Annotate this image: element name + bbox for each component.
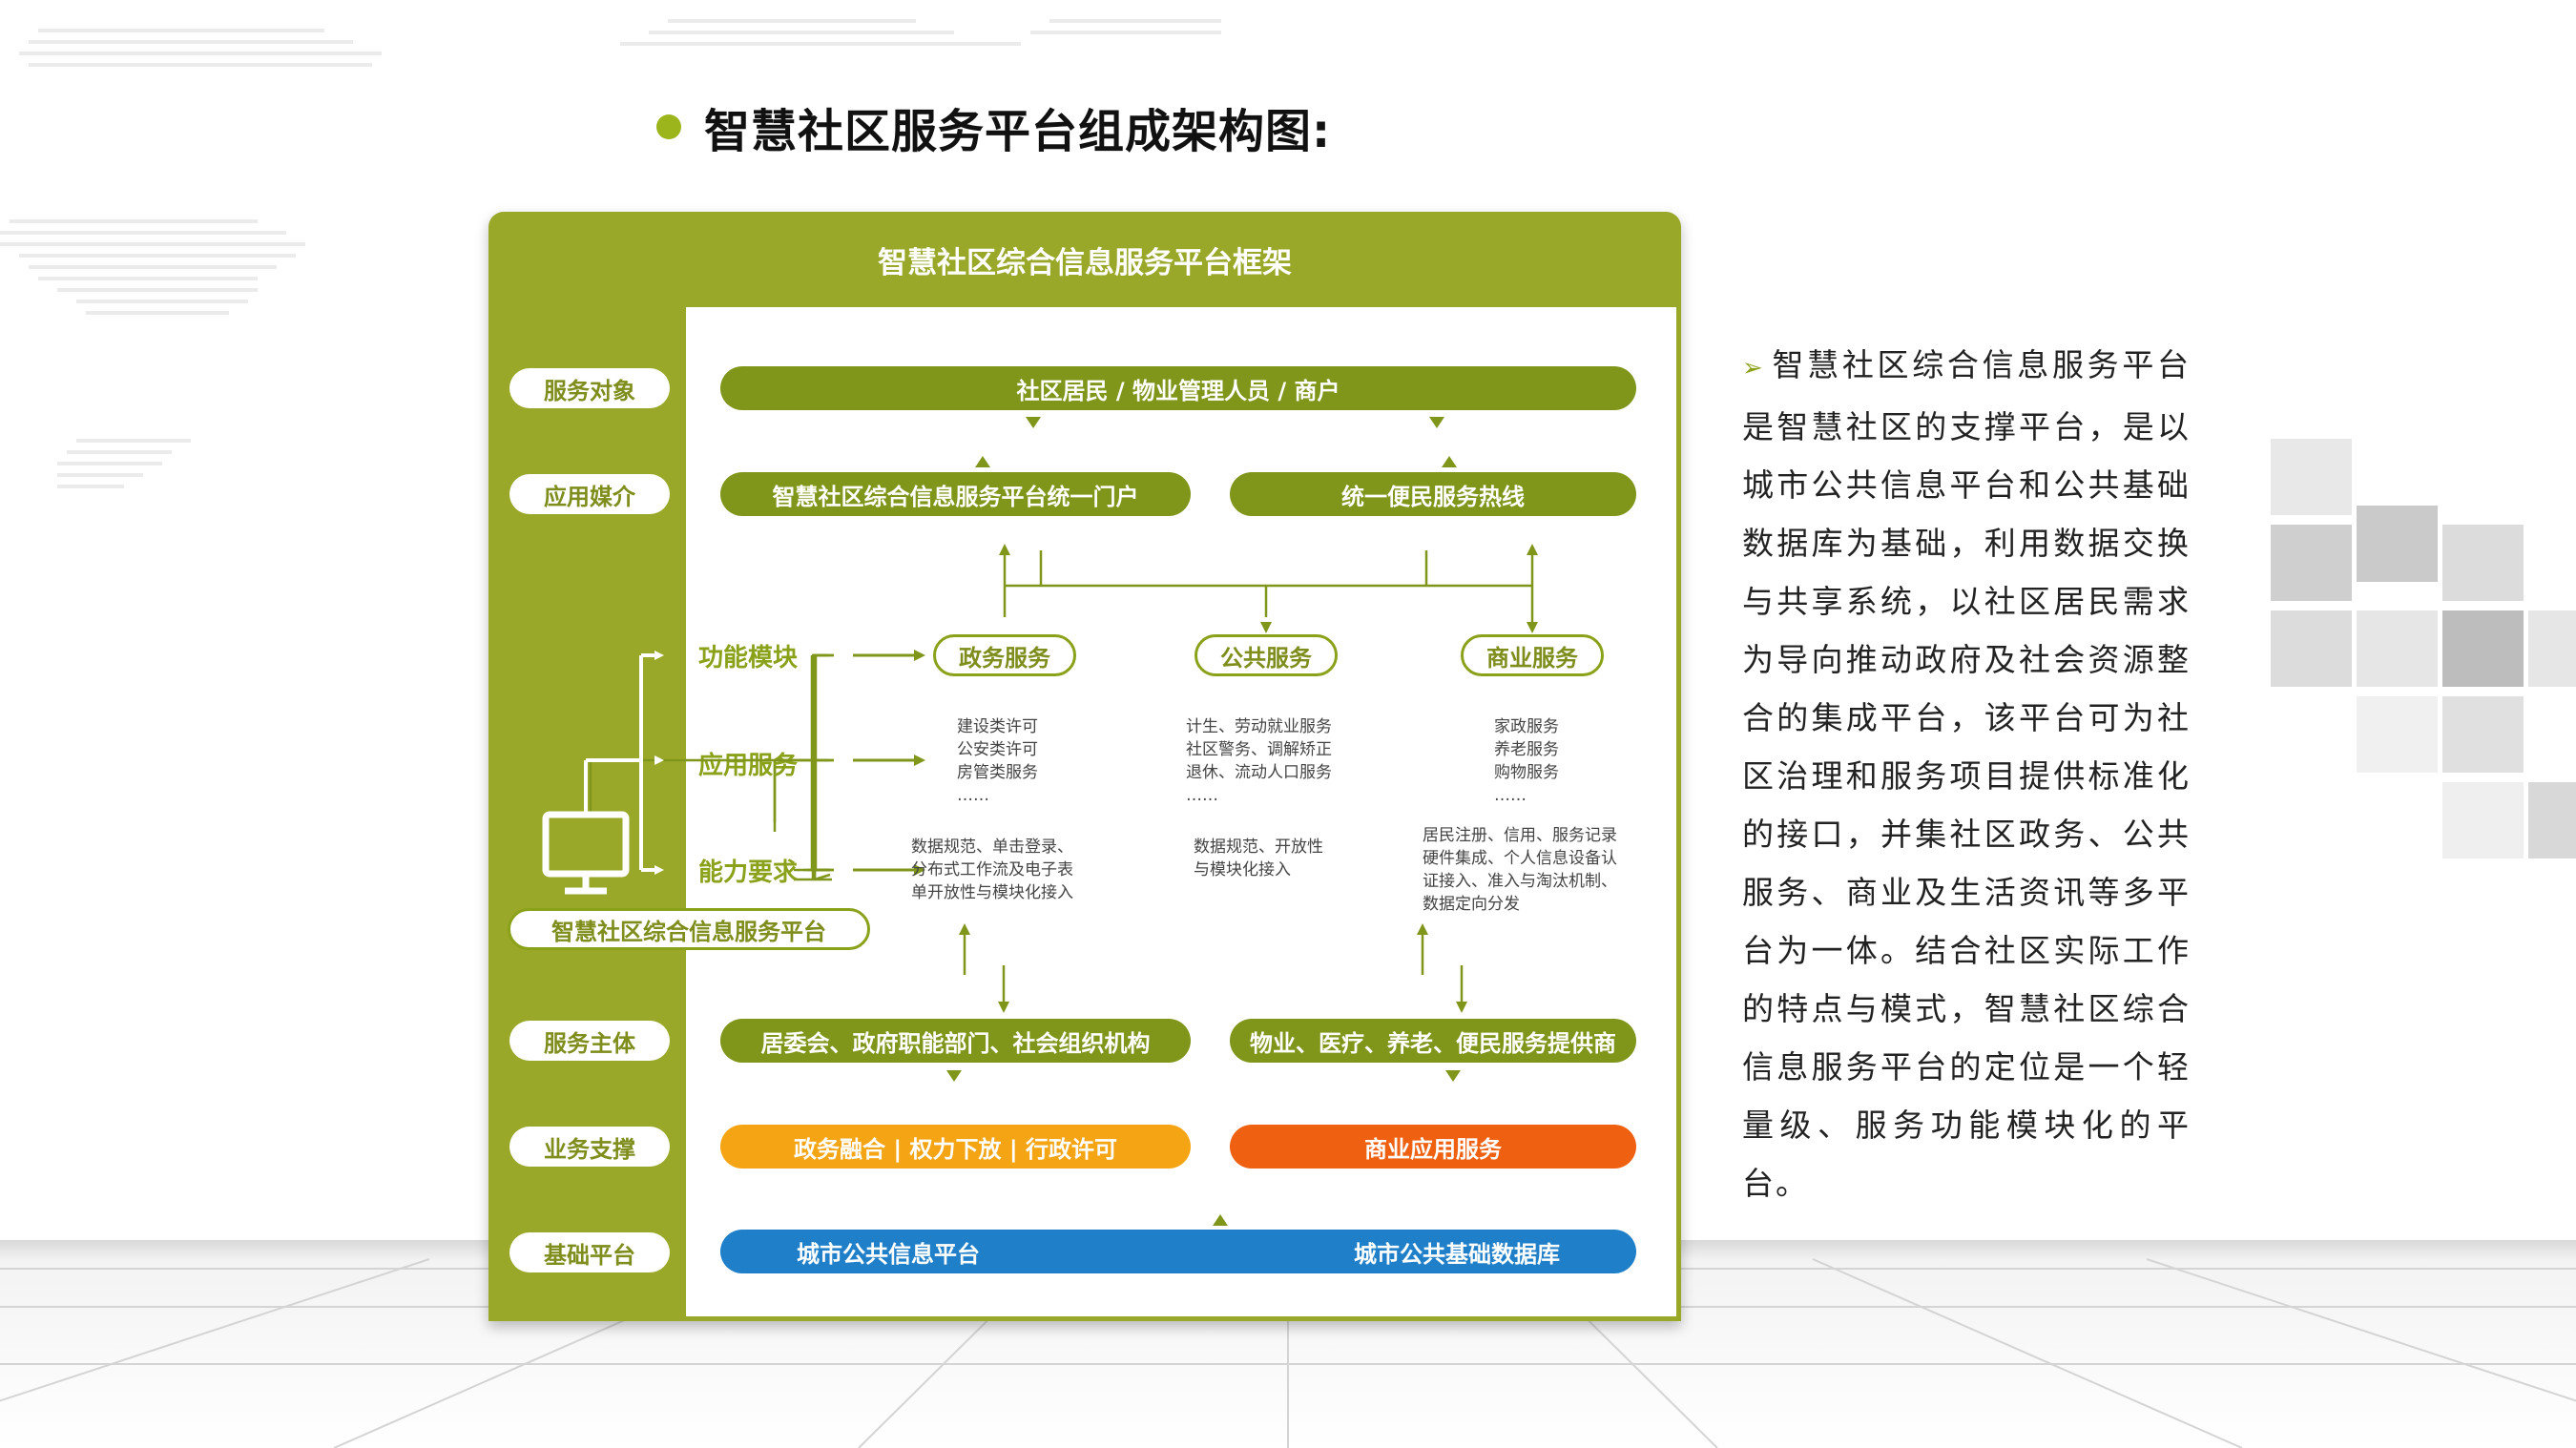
list-item: …… (1494, 786, 1527, 805)
gov-services-list: 建设类许可 公安类许可 房管类服务 …… (957, 715, 1038, 807)
gov-support-bar: 政务融合 | 权力下放 | 行政许可 (720, 1125, 1191, 1169)
description-text: ➢智慧社区综合信息服务平台是智慧社区的支撑平台，是以城市公共信息平台和公共基础数… (1742, 336, 2191, 1212)
capability-label: 能力要求 (698, 858, 799, 887)
gray-squares-decoration (2271, 439, 2576, 858)
row-label-business-support: 业务支撑 (509, 1127, 670, 1167)
base-platform-bar: 城市公共信息平台 城市公共基础数据库 (720, 1230, 1636, 1273)
list-item: 证接入、准入与淘汰机制、 (1423, 872, 1617, 891)
row-label-app-media: 应用媒介 (509, 474, 670, 514)
list-item: 退休、流动人口服务 (1186, 763, 1332, 782)
list-item: …… (957, 786, 989, 805)
gov-capabilities-list: 数据规范、单击登录、 分布式工作流及电子表 单开放性与模块化接入 (911, 836, 1073, 904)
public-capabilities-list: 数据规范、开放性 与模块化接入 (1194, 836, 1323, 881)
list-item: 家政服务 (1494, 717, 1559, 736)
list-item: 硬件集成、个人信息设备认 (1423, 849, 1617, 868)
list-item: 建设类许可 (957, 717, 1038, 736)
city-info-platform-label: 城市公共信息平台 (797, 1240, 980, 1268)
description-body: 智慧社区综合信息服务平台是智慧社区的支撑平台，是以城市公共信息平台和公共基础数据… (1742, 346, 2191, 1202)
service-hotline-bar: 统一便民服务热线 (1230, 472, 1636, 516)
unified-portal-bar: 智慧社区综合信息服务平台统一门户 (720, 472, 1191, 516)
gov-service-pill: 政务服务 (933, 634, 1076, 676)
list-item: 居民注册、信用、服务记录 (1423, 826, 1617, 845)
list-item: …… (1186, 786, 1218, 805)
list-item: 购物服务 (1494, 763, 1559, 782)
business-support-bar: 商业应用服务 (1230, 1125, 1636, 1169)
list-item: 公安类许可 (957, 740, 1038, 759)
provider-subject-bar: 物业、医疗、养老、便民服务提供商 (1230, 1019, 1636, 1063)
bullet-dot-icon (656, 114, 681, 139)
list-item: 社区警务、调解矫正 (1186, 740, 1332, 759)
list-item: 单开放性与模块化接入 (911, 883, 1073, 902)
page-title-text: 智慧社区服务平台组成架构图: (704, 105, 1332, 158)
city-database-label: 城市公共基础数据库 (1354, 1240, 1560, 1268)
service-object-bar: 社区居民 / 物业管理人员 / 商户 (720, 366, 1636, 410)
row-label-service-object: 服务对象 (509, 368, 670, 408)
arrow-bullet-icon: ➢ (1742, 354, 1765, 383)
framework-title: 智慧社区综合信息服务平台框架 (878, 245, 1292, 280)
list-item: 数据规范、开放性 (1194, 838, 1323, 857)
business-service-pill: 商业服务 (1461, 634, 1604, 676)
list-item: 数据定向分发 (1423, 895, 1520, 914)
row-label-service-subject: 服务主体 (509, 1021, 670, 1061)
public-services-list: 计生、劳动就业服务 社区警务、调解矫正 退休、流动人口服务 …… (1186, 715, 1332, 807)
page-title: 智慧社区服务平台组成架构图: (656, 93, 1331, 160)
platform-label-pill: 智慧社区综合信息服务平台 (508, 908, 870, 950)
gov-subject-bar: 居委会、政府职能部门、社会组织机构 (720, 1019, 1191, 1063)
list-item: 养老服务 (1494, 740, 1559, 759)
app-service-label: 应用服务 (698, 752, 799, 780)
list-item: 分布式工作流及电子表 (911, 860, 1073, 879)
row-label-base-platform: 基础平台 (509, 1232, 670, 1272)
list-item: 与模块化接入 (1194, 860, 1291, 879)
list-item: 房管类服务 (957, 763, 1038, 782)
world-map-decoration (0, 19, 1221, 488)
framework-diagram: 智慧社区综合信息服务平台框架 服务对象 应用媒介 服务主体 业务支撑 基础平台 (488, 212, 1681, 1321)
list-item: 计生、劳动就业服务 (1186, 717, 1332, 736)
list-item: 数据规范、单击登录、 (911, 838, 1073, 857)
business-capabilities-list: 居民注册、信用、服务记录 硬件集成、个人信息设备认 证接入、准入与淘汰机制、 数… (1423, 824, 1617, 916)
public-service-pill: 公共服务 (1195, 634, 1338, 676)
business-services-list: 家政服务 养老服务 购物服务 …… (1494, 715, 1559, 807)
function-module-label: 功能模块 (698, 644, 799, 672)
